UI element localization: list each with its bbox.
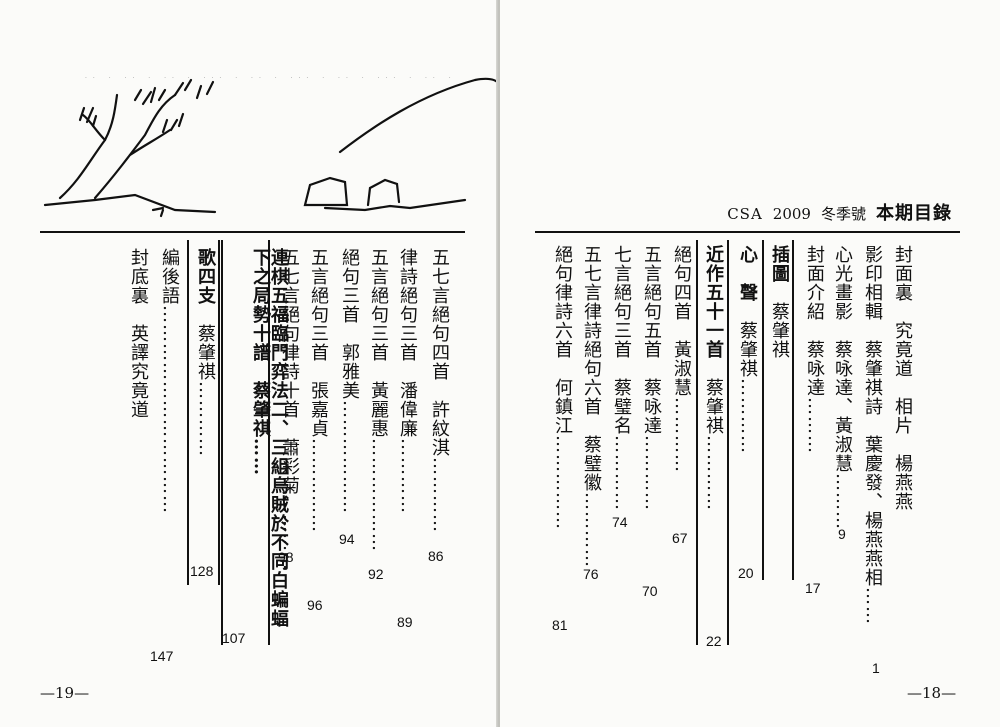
toc-page-number: 74 bbox=[612, 514, 628, 530]
toc-page-number: 147 bbox=[150, 648, 174, 664]
section-divider bbox=[187, 240, 189, 585]
toc-page-number: 70 bbox=[642, 583, 658, 599]
section-divider bbox=[268, 240, 270, 645]
toc-page-number: 22 bbox=[706, 633, 722, 649]
toc-entry[interactable]: 絕句四首 黃淑慧………… bbox=[671, 245, 692, 473]
toc-section-heading[interactable]: 歌四支 蔡肇祺………… bbox=[195, 248, 216, 457]
page-title: 本期目錄 bbox=[876, 203, 952, 224]
toc-page-number: 1 bbox=[872, 660, 880, 676]
toc-entry[interactable]: 絕句三首 郭雅美……………… bbox=[339, 248, 360, 514]
toc-page-number: 98 bbox=[278, 549, 294, 565]
toc-entry[interactable]: 影印相輯 蔡肇祺詩 葉慶發、楊燕燕相…… bbox=[862, 245, 883, 625]
toc-section-heading[interactable]: 連棋五福臨門弈法二、三組烏賊於不同白蝙蝠下之局勢十譜 蔡肇祺…… bbox=[250, 248, 289, 628]
toc-entry[interactable]: 封面介紹 蔡咏達……… bbox=[804, 245, 825, 454]
toc-entry[interactable]: 封底裏 英譯究竟道 bbox=[128, 248, 149, 419]
left-page: ·· · ·· · ·· · ··· · ·· · ··· · ·· · ···… bbox=[0, 0, 500, 727]
section-divider bbox=[221, 240, 223, 645]
toc-entry[interactable]: 七言絕句三首 蔡璧名………… bbox=[611, 245, 632, 511]
book-gutter bbox=[496, 0, 502, 727]
toc-entry[interactable]: 五七言律詩絕句六首 蔡璧徽………… bbox=[581, 245, 602, 568]
toc-entry[interactable]: 五七言絕句四首 許紋淇………… bbox=[429, 248, 450, 533]
toc-page-number: 96 bbox=[307, 597, 323, 613]
toc-page-number: 86 bbox=[428, 548, 444, 564]
toc-section-heading[interactable]: 插圖 蔡肇祺 bbox=[769, 245, 790, 359]
header-rule-right bbox=[535, 231, 960, 233]
section-divider bbox=[218, 240, 220, 585]
toc-entry[interactable]: 心光畫影 蔡咏達、黃淑慧……… bbox=[832, 245, 853, 530]
toc-entry[interactable]: 五七言絕句律詩十首 蕭彩菊………… bbox=[279, 248, 300, 571]
toc-page-number: 20 bbox=[738, 565, 754, 581]
toc-entry[interactable]: 編後語…………………………… bbox=[159, 248, 180, 514]
issue-season: 冬季號 bbox=[820, 205, 866, 223]
toc-entry[interactable]: 封面裏 究竟道 相片 楊燕燕 bbox=[892, 245, 913, 511]
journal-abbrev: CSA bbox=[727, 205, 763, 223]
toc-page-number: 17 bbox=[805, 580, 821, 596]
toc-entry[interactable]: 絕句律詩六首 何鎮江…………… bbox=[552, 245, 573, 530]
toc-page-number: 89 bbox=[397, 614, 413, 630]
header-rule-left bbox=[40, 231, 465, 233]
issue-header: CSA 2009 冬季號 本期目錄 bbox=[727, 199, 952, 225]
issue-year: 2009 bbox=[772, 205, 811, 223]
toc-page-number: 81 bbox=[552, 617, 568, 633]
toc-page-number: 94 bbox=[339, 531, 355, 547]
toc-page-number: 76 bbox=[583, 566, 599, 582]
page-folio-right: —18— bbox=[907, 684, 957, 702]
toc-page-number: 128 bbox=[190, 563, 214, 579]
toc-entry[interactable]: 五言絕句五首 蔡咏達………… bbox=[641, 245, 662, 511]
landscape-sketch-icon: ·· · ·· · ·· · ··· · ·· · ··· · ·· · ···… bbox=[43, 75, 500, 218]
section-divider bbox=[792, 240, 794, 580]
toc-entry[interactable]: 五言絕句三首 黃麗惠……………… bbox=[368, 248, 389, 552]
toc-page-number: 9 bbox=[838, 526, 846, 542]
toc-page-number: 92 bbox=[368, 566, 384, 582]
toc-page-number: 67 bbox=[672, 530, 688, 546]
toc-section-heading[interactable]: 心 聲 蔡肇祺………… bbox=[737, 245, 758, 454]
right-page: CSA 2009 冬季號 本期目錄 封面裏 究竟道 相片 楊燕燕 影印相輯 蔡肇… bbox=[500, 0, 1000, 727]
section-divider bbox=[762, 240, 764, 580]
svg-text:·· · ·· · ·· · ··· · ·· · ···: ·· · ·· · ·· · ··· · ·· · ··· · ·· · ···… bbox=[85, 75, 457, 82]
toc-section-heading[interactable]: 近作五十一首 蔡肇祺………… bbox=[703, 245, 724, 511]
section-divider bbox=[696, 240, 698, 645]
toc-entry[interactable]: 律詩絕句三首 潘偉廉………… bbox=[397, 248, 418, 514]
toc-page-number: 107 bbox=[222, 630, 246, 646]
section-divider bbox=[727, 240, 729, 645]
page-folio-left: —19— bbox=[40, 684, 90, 702]
toc-entry[interactable]: 五言絕句三首 張嘉貞…………… bbox=[308, 248, 329, 533]
